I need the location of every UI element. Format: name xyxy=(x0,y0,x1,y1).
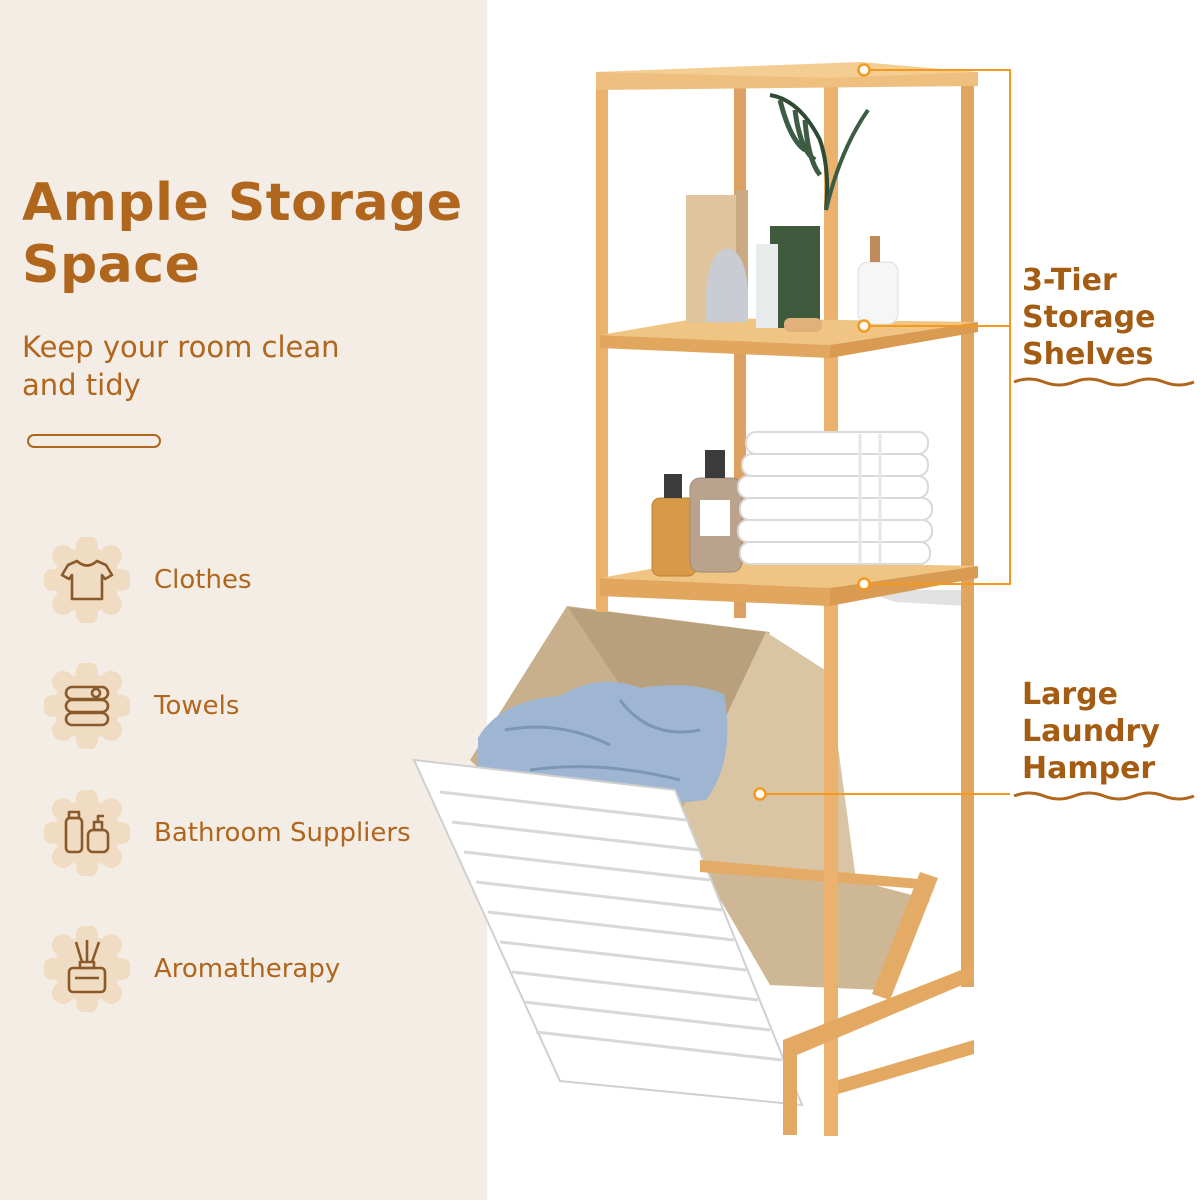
feature-item-bathroom-suppliers: Bathroom Suppliers xyxy=(44,790,484,876)
callout-laundry-hamper: Large Laundry Hamper xyxy=(1022,676,1160,787)
callout-dot-bottom xyxy=(857,577,871,591)
feature-label-towels: Towels xyxy=(154,691,240,721)
feature-item-towels: Towels xyxy=(44,663,484,749)
callout-hamper-line-1: Large xyxy=(1022,677,1118,712)
feature-item-clothes: Clothes xyxy=(44,537,484,623)
callout-dot-middle xyxy=(857,319,871,333)
callout-dot-top xyxy=(857,63,871,77)
callout-shelves-line-3: Shelves xyxy=(1022,337,1154,372)
sachet-decor xyxy=(706,248,748,322)
soap-bar xyxy=(784,318,822,332)
divider-pill xyxy=(27,434,161,448)
left-info-panel: Ample Storage Space Keep your room clean… xyxy=(0,0,487,1200)
tshirt-icon xyxy=(44,537,130,623)
bottles-icon xyxy=(44,790,130,876)
callout-shelves-line-2: Storage xyxy=(1022,300,1156,335)
towels-icon xyxy=(44,663,130,749)
feature-label-bathroom-suppliers: Bathroom Suppliers xyxy=(154,818,411,848)
callout-dot-hamper xyxy=(753,787,767,801)
feature-label-clothes: Clothes xyxy=(154,565,252,595)
headline: Ample Storage Space xyxy=(22,172,492,296)
callout-shelves-line-1: 3-Tier xyxy=(1022,263,1117,298)
callout-hamper-line-2: Laundry xyxy=(1022,714,1160,749)
subheadline-line-1: Keep your room clean xyxy=(22,330,340,364)
back-right-post xyxy=(961,75,974,987)
feature-label-aromatherapy: Aromatherapy xyxy=(154,954,341,984)
headline-line-2: Space xyxy=(22,235,201,295)
subheadline: Keep your room clean and tidy xyxy=(22,328,442,404)
headline-line-1: Ample Storage xyxy=(22,173,463,233)
wavy-underline xyxy=(1013,377,1195,801)
subheadline-line-2: and tidy xyxy=(22,368,141,402)
feature-item-aromatherapy: Aromatherapy xyxy=(44,926,484,1012)
callout-storage-shelves: 3-Tier Storage Shelves xyxy=(1022,262,1155,373)
plant-decor xyxy=(769,93,870,211)
hamper-tilt-door xyxy=(412,758,804,1107)
green-box-decor xyxy=(770,226,820,328)
diffuser-icon xyxy=(44,926,130,1012)
callout-hamper-line-3: Hamper xyxy=(1022,751,1156,786)
